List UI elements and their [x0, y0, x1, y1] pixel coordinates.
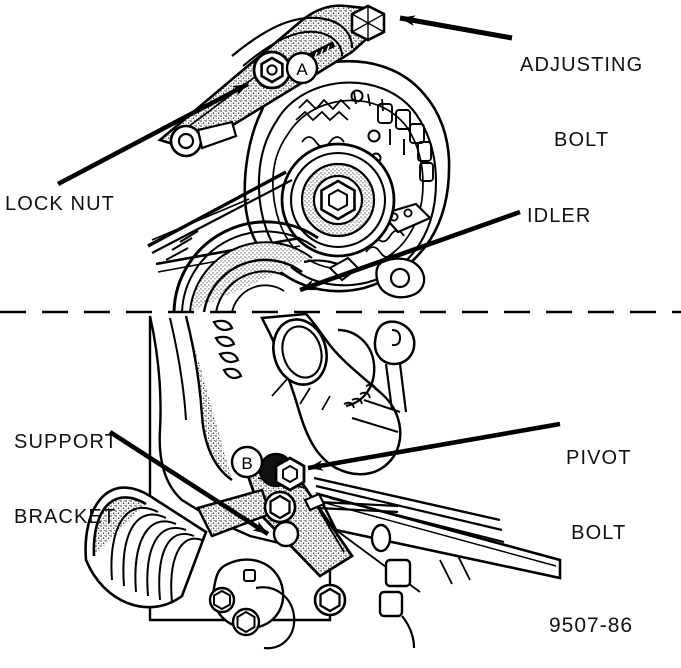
flange-boss-1: [384, 558, 412, 588]
bolt-head-facets: [351, 6, 385, 40]
callout-b-letter: B: [241, 454, 252, 473]
idler-rim-outer: [172, 220, 319, 313]
crank-bolt-2-hex: [236, 610, 256, 634]
idler-belt-band: [189, 241, 313, 313]
rod-4: [317, 500, 399, 508]
label-idler: IDLER: [527, 205, 592, 227]
callout-b-circle: [230, 445, 264, 479]
lock-nut-bore: [266, 64, 278, 76]
flange-bushing: [370, 523, 392, 553]
rod-2: [315, 484, 503, 532]
label-lock-nut: LOCK NUT: [5, 193, 115, 215]
idler-hub: [231, 284, 285, 313]
rod-upper: [351, 399, 401, 433]
pivot-bolt-leader-line: [307, 421, 561, 471]
idler-rim-4: [215, 270, 297, 313]
stud-boss-hole: [391, 329, 402, 347]
mount-ear-hole: [389, 267, 411, 289]
label-pivot-bolt: PIVOT BOLT: [566, 396, 632, 571]
label-pivot-bolt-line2: BOLT: [571, 522, 627, 544]
pulley-shaft-end: [328, 188, 348, 212]
label-adjusting-bolt: ADJUSTING BOLT: [520, 3, 643, 178]
callout-a: A: [285, 51, 319, 85]
vent-slots: [377, 103, 434, 182]
label-support-bracket: SUPPORT BRACKET: [14, 380, 118, 555]
lower-linkage-rods: [303, 399, 505, 543]
bracket-boss-mid: [272, 520, 300, 548]
support-bracket-leader: [108, 430, 270, 536]
bracket-bolt-upper: [269, 494, 291, 520]
adjusting-bolt-leader-line: [399, 15, 513, 41]
callout-a-circle: [285, 51, 319, 85]
flange-boss-2: [378, 590, 404, 618]
pivot-bolt-leader: [307, 421, 561, 471]
block-edge-1: [169, 317, 187, 421]
bracket-slot-upper-edge: [231, 16, 354, 57]
lower-right-flange: [315, 491, 562, 649]
crankshaft-pulley: [84, 486, 296, 650]
belt-edge-bottom: [151, 179, 293, 254]
stud-shank: [384, 363, 408, 413]
terminal-post-2: [403, 208, 413, 218]
block-serration: [343, 383, 377, 409]
crank-pulley-belt-band: [92, 496, 147, 557]
flange-leg: [401, 615, 416, 649]
block-cooling-ribs: [212, 319, 243, 380]
crank-bolt-1-hex: [213, 589, 231, 611]
label-pivot-bolt-line1: PIVOT: [566, 447, 632, 469]
rod-5: [317, 506, 399, 514]
upper-view: [147, 4, 451, 313]
lock-nut-leader-line: [56, 81, 250, 187]
flange-inner-line: [321, 501, 557, 567]
bracket-pivot-bore: [177, 132, 195, 150]
alternator-pulley: [280, 142, 396, 258]
label-adjusting-bolt-line2: BOLT: [554, 129, 610, 151]
label-support-bracket-line2: BRACKET: [14, 506, 117, 528]
pivot-bolt-assembly: [258, 452, 306, 492]
support-bracket-leader-line: [108, 430, 270, 536]
crank-hub-arc: [255, 586, 296, 650]
idler-leader-line: [299, 209, 521, 293]
belt-inner-line: [151, 198, 250, 241]
idler-spoke-lines: [165, 230, 199, 261]
adjusting-bolt-leader: [399, 15, 513, 41]
crank-hub-key: [243, 569, 256, 582]
pivot-bolt-head-center: [282, 464, 298, 484]
idler-rim-3: [202, 258, 303, 313]
block-stud-boss: [373, 320, 416, 366]
flange-plate: [315, 491, 562, 580]
block-shade-lines: [271, 377, 331, 411]
callout-b: B: [230, 445, 264, 479]
crank-pulley-grooves: [110, 506, 203, 603]
idler-leader: [299, 209, 521, 293]
block-rib-shaded: [184, 315, 233, 481]
rod-1: [313, 476, 501, 522]
lock-nut-leader: [56, 81, 250, 187]
callout-a-letter: A: [296, 60, 308, 79]
belt-edge-top: [147, 170, 287, 248]
housing-boss-2: [367, 129, 381, 143]
housing-boss-1: [350, 89, 364, 103]
bracket-bolt-lower: [319, 587, 341, 613]
rod-3: [329, 497, 505, 543]
idler-pulley: [165, 220, 360, 313]
idler-rim-2: [181, 230, 317, 313]
pulley-groove: [289, 151, 387, 249]
bracket-slot-lower-edge: [242, 30, 343, 67]
block-bore-inner: [281, 325, 323, 379]
alternator-mount-ear: [375, 257, 426, 299]
label-support-bracket-line1: SUPPORT: [14, 431, 119, 453]
figure-number: 9507-86: [549, 614, 634, 637]
bracket-tab: [196, 120, 238, 150]
adjusting-bracket: [157, 4, 386, 158]
rod-end-fitting: [303, 492, 326, 512]
label-adjusting-bolt-line1: ADJUSTING: [520, 54, 644, 76]
